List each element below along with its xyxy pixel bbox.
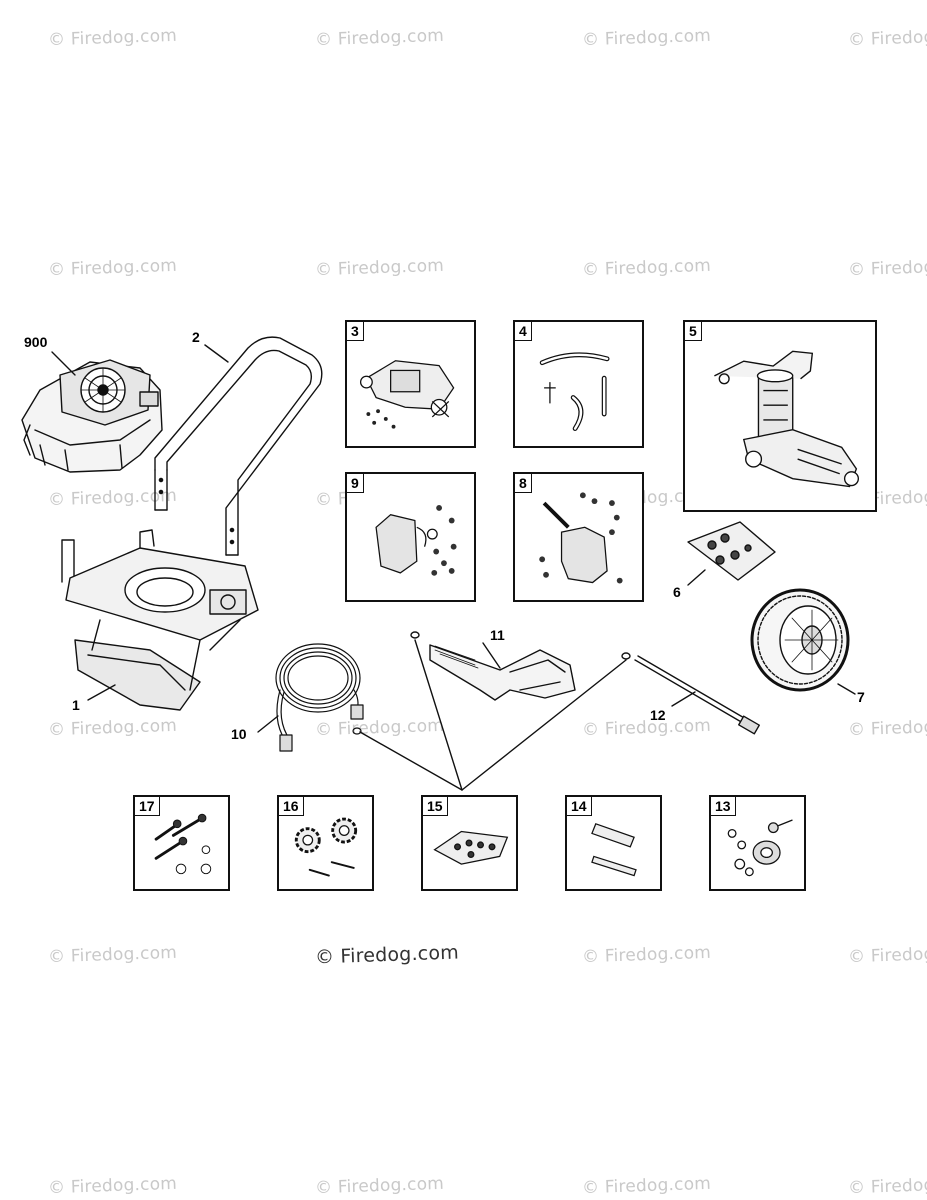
part-box-3: 3 bbox=[345, 320, 476, 448]
box-label: 9 bbox=[346, 473, 364, 493]
callout-wheel: 7 bbox=[857, 689, 865, 705]
box-label: 16 bbox=[278, 796, 304, 816]
wheel-illustration bbox=[750, 588, 850, 692]
box-label: 14 bbox=[566, 796, 592, 816]
part-box-4: 4 bbox=[513, 320, 644, 448]
callout-gun: 11 bbox=[490, 627, 505, 643]
callout-hardware-bag: 6 bbox=[673, 584, 681, 600]
unloader-assembly-illustration bbox=[359, 360, 455, 429]
part-box-9: 9 bbox=[345, 472, 476, 602]
frame-illustration bbox=[61, 529, 259, 711]
box-label: 17 bbox=[134, 796, 160, 816]
callout-wand: 12 bbox=[650, 707, 666, 723]
engine-mount-kit-illustration bbox=[539, 492, 623, 584]
nozzle-kit-illustration bbox=[433, 830, 509, 865]
box-label: 4 bbox=[514, 321, 532, 341]
part-box-16: 16 bbox=[277, 795, 374, 891]
pump-illustration bbox=[714, 350, 860, 488]
gear-kit-illustration bbox=[294, 817, 358, 877]
hose-illustration bbox=[275, 643, 364, 752]
axle-kit-illustration bbox=[591, 823, 637, 877]
part-box-15: 15 bbox=[421, 795, 518, 891]
box-label: 13 bbox=[710, 796, 736, 816]
engine-illustration bbox=[21, 359, 163, 473]
handle-illustration bbox=[154, 336, 323, 556]
part-box-8: 8 bbox=[513, 472, 644, 602]
bolt-kit-illustration bbox=[154, 813, 212, 875]
hardware-bag-illustration bbox=[687, 521, 776, 581]
box-label: 15 bbox=[422, 796, 448, 816]
bearing-kit-illustration bbox=[727, 819, 793, 877]
callout-frame: 1 bbox=[72, 697, 80, 713]
wand-illustration bbox=[621, 652, 760, 735]
tubing-kit-illustration bbox=[539, 352, 610, 431]
part-box-5: 5 bbox=[683, 320, 877, 512]
callout-engine: 900 bbox=[24, 334, 48, 350]
callout-handle: 2 bbox=[192, 329, 200, 345]
part-box-14: 14 bbox=[565, 795, 662, 891]
pump-mount-kit-illustration bbox=[375, 505, 457, 576]
part-box-13: 13 bbox=[709, 795, 806, 891]
callout-hose: 10 bbox=[231, 726, 247, 742]
box-label: 8 bbox=[514, 473, 532, 493]
part-box-17: 17 bbox=[133, 795, 230, 891]
spray-gun-illustration bbox=[410, 631, 576, 701]
box-label: 5 bbox=[684, 321, 702, 341]
box-label: 3 bbox=[346, 321, 364, 341]
